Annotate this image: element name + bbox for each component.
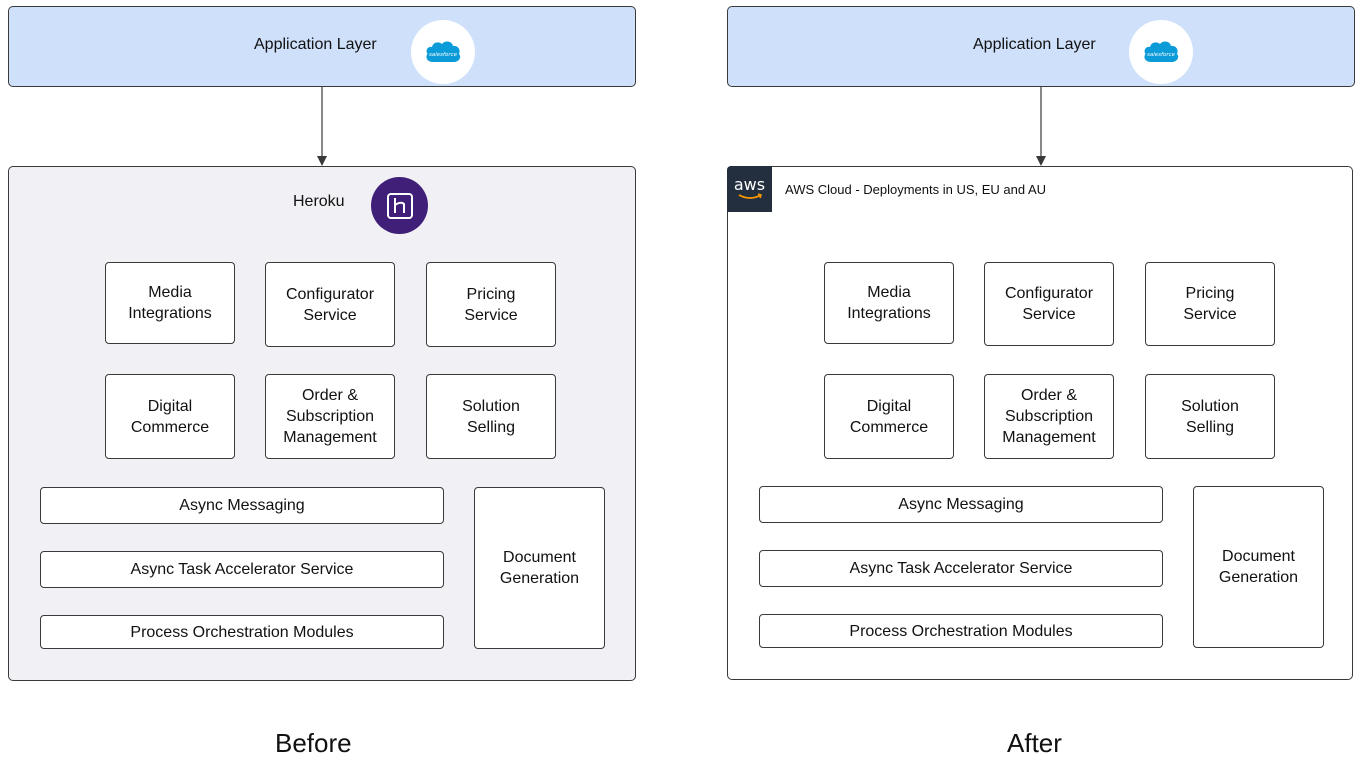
after-bar-async-messaging: Async Messaging xyxy=(759,486,1163,523)
before-service-configurator: Configurator Service xyxy=(265,262,395,347)
before-application-layer-label: Application Layer xyxy=(254,36,377,53)
after-service-configurator: Configurator Service xyxy=(984,262,1114,346)
heroku-label: Heroku xyxy=(293,193,345,210)
svg-text:salesforce: salesforce xyxy=(1147,52,1176,58)
aws-cloud-label: AWS Cloud - Deployments in US, EU and AU xyxy=(785,182,1047,197)
before-application-layer: Application Layer salesforce xyxy=(8,6,636,87)
before-service-pricing: Pricing Service xyxy=(426,262,556,347)
before-service-media-integrations: Media Integrations xyxy=(105,262,235,344)
after-bar-process-orchestration: Process Orchestration Modules xyxy=(759,614,1163,648)
before-service-digital-commerce: Digital Commerce xyxy=(105,374,235,459)
salesforce-logo-icon: salesforce xyxy=(411,20,475,84)
after-application-layer: Application Layer salesforce xyxy=(727,6,1355,87)
before-bar-async-messaging: Async Messaging xyxy=(40,487,444,524)
after-document-generation: Document Generation xyxy=(1193,486,1324,648)
before-service-solution-selling: Solution Selling xyxy=(426,374,556,459)
heroku-icon xyxy=(371,177,428,234)
before-caption: Before xyxy=(275,728,352,757)
aws-cloud-container: aws AWS Cloud - Deployments in US, EU an… xyxy=(727,166,1353,680)
after-bar-async-task-accelerator: Async Task Accelerator Service xyxy=(759,550,1163,587)
heroku-platform-container: Heroku Media Integrations Configurator S… xyxy=(8,166,636,681)
before-bar-process-orchestration: Process Orchestration Modules xyxy=(40,615,444,649)
after-service-media-integrations: Media Integrations xyxy=(824,262,954,344)
salesforce-logo-icon: salesforce xyxy=(1129,20,1193,84)
before-connector-arrow xyxy=(317,87,327,166)
aws-logo-text: aws xyxy=(733,175,766,194)
after-application-layer-label: Application Layer xyxy=(973,36,1096,53)
after-caption: After xyxy=(1007,728,1062,757)
svg-text:salesforce: salesforce xyxy=(429,52,458,58)
before-bar-async-task-accelerator: Async Task Accelerator Service xyxy=(40,551,444,588)
before-document-generation: Document Generation xyxy=(474,487,605,649)
after-service-digital-commerce: Digital Commerce xyxy=(824,374,954,459)
aws-icon: aws xyxy=(727,166,772,212)
after-service-solution-selling: Solution Selling xyxy=(1145,374,1275,459)
after-service-order-subscription: Order & Subscription Management xyxy=(984,374,1114,459)
before-service-order-subscription: Order & Subscription Management xyxy=(265,374,395,459)
after-connector-arrow xyxy=(1036,87,1046,166)
after-service-pricing: Pricing Service xyxy=(1145,262,1275,346)
